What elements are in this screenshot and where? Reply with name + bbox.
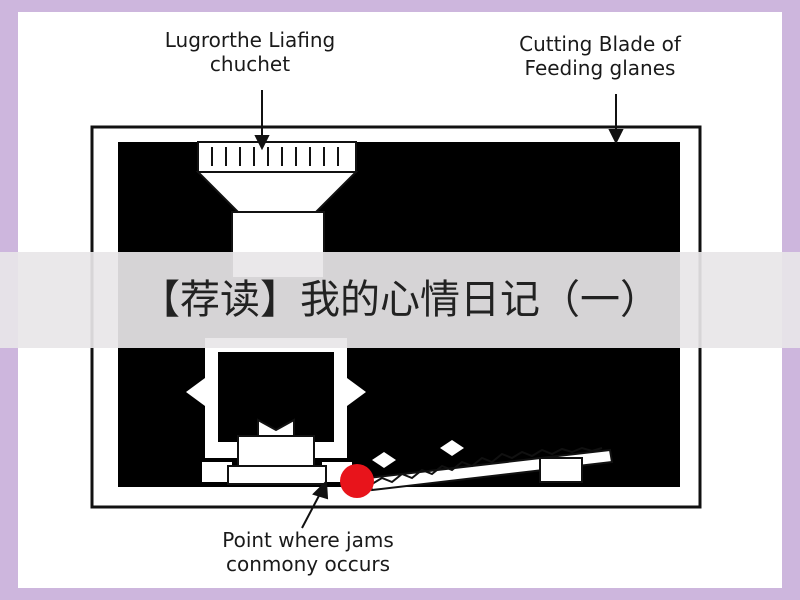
jam-point-marker [340, 464, 374, 498]
chute-callout-arrowhead [254, 135, 270, 151]
chute-label: Lugrorthe Liafing chuchet [164, 28, 336, 76]
jam-callout-arrowhead [312, 479, 329, 500]
title-banner: 【荐读】我的心情日记（一） [0, 252, 800, 348]
banner-title: 【荐读】我的心情日记（一） [140, 277, 660, 323]
jam-point-label: Point where jams conmony occurs [222, 528, 394, 576]
cutting-blade-serration [371, 446, 603, 485]
blade-callout-arrowhead [608, 129, 624, 145]
blade-label: Cutting Blade of Feeding glanes [519, 32, 681, 80]
press-head [186, 338, 366, 485]
